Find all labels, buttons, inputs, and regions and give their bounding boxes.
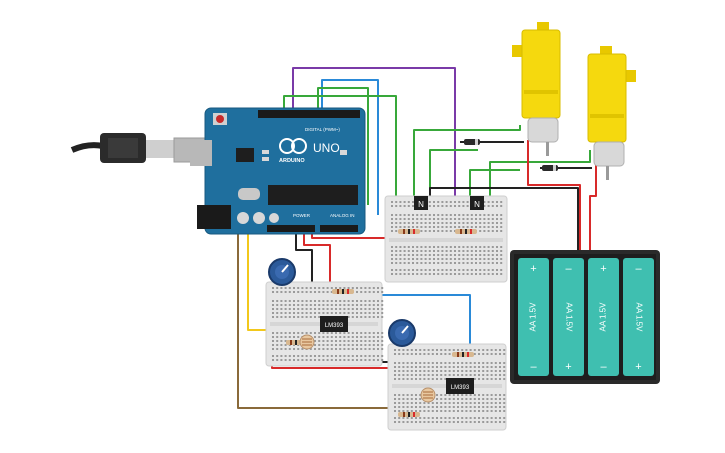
resistor[interactable] xyxy=(332,289,354,294)
breadboard-holes xyxy=(272,201,506,423)
lm393-chip-1[interactable]: LM393 xyxy=(320,316,348,332)
breadboard-top-right[interactable] xyxy=(384,195,508,283)
digital-header-label: DIGITAL (PWM~) xyxy=(305,127,340,132)
battery-cell-top-terminal: – xyxy=(635,263,642,275)
battery-cell-bottom-terminal: – xyxy=(600,361,607,373)
usb-cable xyxy=(70,133,209,163)
battery-cell-bottom-terminal: + xyxy=(635,361,641,373)
battery-cell-label: AA 1.5V xyxy=(564,303,573,333)
battery-cell-2: – + AA 1.5V xyxy=(553,258,584,376)
arduino-uno-board[interactable]: ARDUINO UNO DIGITAL (PWM~) POWER ANALOG … xyxy=(190,107,366,235)
analog-header[interactable] xyxy=(320,225,358,232)
battery-cell-label: AA 1.5V xyxy=(599,302,608,332)
battery-cell-top-terminal: + xyxy=(600,263,606,275)
battery-cell-1: + – AA 1.5V xyxy=(518,258,549,376)
photoresistor[interactable] xyxy=(299,334,315,350)
battery-cell-bottom-terminal: + xyxy=(565,361,571,373)
transistor-2-label: N xyxy=(474,200,480,209)
lm393-chip-1-label: LM393 xyxy=(325,323,344,329)
transistor-1-label: N xyxy=(418,200,424,209)
arduino-model: UNO xyxy=(313,141,340,155)
arduino-logo-icon xyxy=(279,138,307,154)
resistor[interactable] xyxy=(455,229,477,234)
lm393-chip-2[interactable]: LM393 xyxy=(446,378,474,394)
arduino-brand: ARDUINO xyxy=(279,158,305,164)
digital-header[interactable] xyxy=(258,110,360,118)
resistor[interactable] xyxy=(452,352,474,357)
battery-cell-top-terminal: + xyxy=(530,263,536,275)
photoresistor[interactable] xyxy=(420,387,436,403)
diode[interactable] xyxy=(464,139,480,145)
potentiometer[interactable] xyxy=(268,258,296,286)
diode[interactable] xyxy=(542,165,558,171)
resistor[interactable] xyxy=(398,412,420,417)
power-header[interactable] xyxy=(267,225,315,232)
resistor[interactable] xyxy=(398,229,420,234)
analog-header-label: ANALOG IN xyxy=(330,213,355,218)
battery-cell-bottom-terminal: – xyxy=(530,361,537,373)
battery-cell-label: AA 1.5V xyxy=(634,303,643,333)
battery-cell-3: + – AA 1.5V xyxy=(588,258,619,376)
dc-motor-2[interactable] xyxy=(587,46,636,180)
power-header-label: POWER xyxy=(293,213,311,218)
battery-cell-4: – + AA 1.5V xyxy=(623,258,654,376)
battery-cell-label: AA 1.5V xyxy=(529,302,538,332)
transistor-2[interactable]: N xyxy=(470,196,484,210)
battery-cells: + – AA 1.5V – + AA 1.5V + – AA 1.5V – + AA 1.5V xyxy=(518,258,654,376)
transistor-1[interactable]: N xyxy=(414,196,428,210)
dc-motor-1[interactable] xyxy=(512,22,561,156)
potentiometer[interactable] xyxy=(388,319,416,347)
lm393-chip-2-label: LM393 xyxy=(451,385,470,391)
battery-cell-top-terminal: – xyxy=(565,263,572,275)
